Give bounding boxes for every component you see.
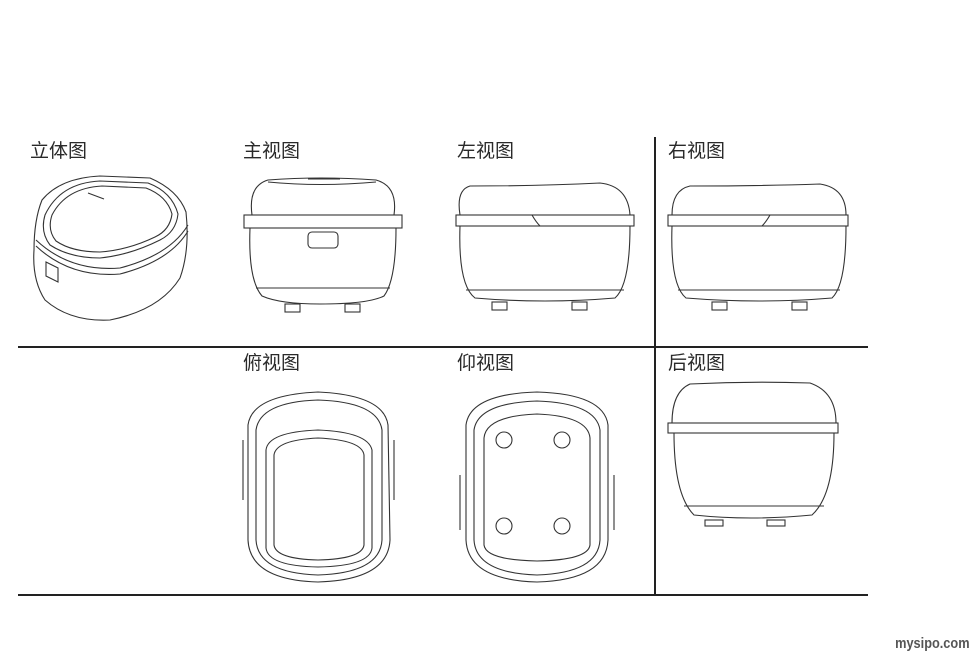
- label-left-view: 左视图: [457, 140, 515, 162]
- label-perspective-view: 立体图: [30, 140, 88, 162]
- label-front-view: 主视图: [243, 140, 301, 162]
- grid-lines: [18, 137, 868, 596]
- front-view-drawing: [243, 177, 403, 313]
- label-rear-view: 后视图: [668, 352, 726, 374]
- label-right-view: 右视图: [668, 140, 726, 162]
- top-view-drawing: [242, 391, 395, 583]
- left-view-drawing: [455, 182, 635, 311]
- right-view-drawing: [667, 183, 849, 311]
- label-bottom-view: 仰视图: [457, 352, 515, 374]
- label-top-view: 俯视图: [243, 352, 301, 374]
- rear-view-drawing: [667, 381, 839, 527]
- bottom-view-drawing: [459, 391, 615, 583]
- watermark: mysipo.com: [895, 635, 970, 652]
- perspective-view-drawing: [33, 175, 189, 321]
